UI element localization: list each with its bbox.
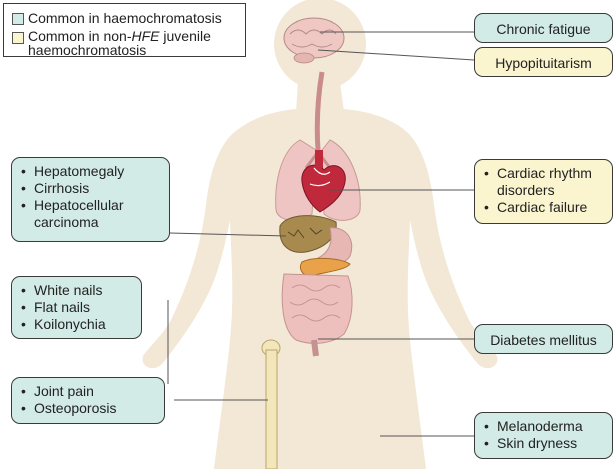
list-item: White nails — [20, 282, 133, 299]
nail-symptoms-box: White nails Flat nails Koilonychia — [11, 276, 142, 339]
liver-symptoms-list: Hepatomegaly Cirrhosis Hepatocellular ca… — [20, 163, 161, 231]
brain-organ — [283, 17, 345, 64]
list-item: Hepatocellular carcinoma — [20, 197, 161, 231]
list-item: Hepatomegaly — [20, 163, 161, 180]
cardiac-symptoms-list: Cardiac rhythm disorders Cardiac failure — [483, 165, 604, 216]
skin-symptoms-list: Melanoderma Skin dryness — [483, 418, 604, 452]
list-item: Cardiac rhythm disorders — [483, 165, 604, 199]
chronic-fatigue-box: Chronic fatigue — [474, 13, 613, 43]
liver-symptoms-box: Hepatomegaly Cirrhosis Hepatocellular ca… — [11, 157, 170, 242]
legend: Common in haemochromatosis Common in non… — [3, 3, 246, 58]
list-item: Skin dryness — [483, 435, 604, 452]
chronic-fatigue-label: Chronic fatigue — [496, 21, 591, 37]
legend-juvenile-italic: HFE — [131, 28, 160, 44]
nail-symptoms-list: White nails Flat nails Koilonychia — [20, 282, 133, 333]
legend-juvenile-prefix: Common in non- — [28, 28, 132, 44]
joint-symptoms-box: Joint pain Osteoporosis — [11, 377, 165, 424]
liver-organ — [279, 215, 337, 253]
legend-swatch-juvenile — [12, 32, 24, 44]
legend-label-juvenile-line2: haemochromatosis — [28, 42, 147, 58]
legend-label-haemochromatosis: Common in haemochromatosis — [28, 10, 222, 26]
leader-lines — [167, 31, 475, 437]
intestines-organ — [281, 273, 353, 357]
pancreas-organ — [299, 257, 351, 277]
list-item: Joint pain — [20, 383, 156, 400]
diabetes-label: Diabetes mellitus — [490, 332, 597, 348]
joint-symptoms-list: Joint pain Osteoporosis — [20, 383, 156, 417]
list-item: Cardiac failure — [483, 199, 604, 216]
list-item: Osteoporosis — [20, 400, 156, 417]
femur-bone — [261, 339, 281, 469]
heart-organ — [301, 150, 346, 213]
list-item: Cirrhosis — [20, 180, 161, 197]
skin-symptoms-box: Melanoderma Skin dryness — [474, 412, 613, 459]
hypopituitarism-box: Hypopituitarism — [474, 47, 613, 77]
list-item: Melanoderma — [483, 418, 604, 435]
legend-juvenile-suffix: juvenile — [159, 28, 211, 44]
legend-label-juvenile: Common in non-HFE juvenile — [28, 28, 211, 44]
list-item: Koilonychia — [20, 316, 133, 333]
hypopituitarism-label: Hypopituitarism — [495, 55, 592, 71]
legend-swatch-haemochromatosis — [12, 13, 24, 25]
list-item: Flat nails — [20, 299, 133, 316]
cardiac-symptoms-box: Cardiac rhythm disorders Cardiac failure — [474, 159, 613, 224]
diabetes-box: Diabetes mellitus — [474, 324, 613, 354]
